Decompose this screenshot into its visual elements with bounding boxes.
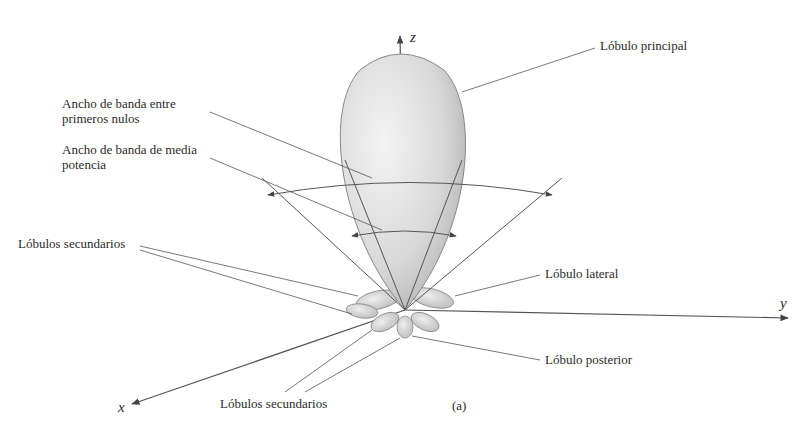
axis-label: z: [410, 30, 416, 45]
axis-label: y: [780, 296, 787, 311]
callout-label: Lóbulo posterior: [545, 352, 632, 367]
callout-label: Lóbulo principal: [600, 38, 687, 53]
axis-label: x: [118, 400, 125, 415]
callout-label: Ancho de banda de media potencia: [62, 142, 212, 172]
figure-tag: (a): [452, 398, 466, 413]
callout-label: Lóbulos secundarios: [18, 236, 125, 251]
callout-label: Lóbulo lateral: [545, 266, 618, 281]
callout-label: Lóbulos secundarios: [220, 396, 327, 411]
callout-label: Ancho de banda entre primeros nulos: [62, 96, 212, 126]
